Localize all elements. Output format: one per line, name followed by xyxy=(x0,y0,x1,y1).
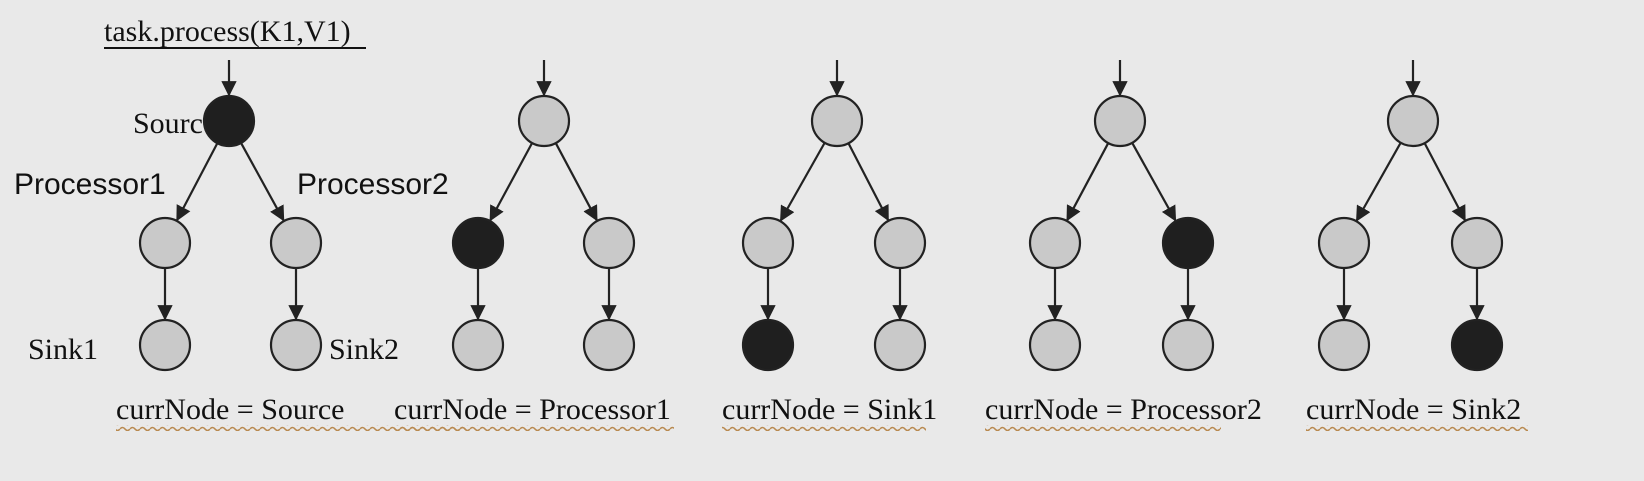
source-label: Source xyxy=(133,107,216,140)
node-processor2 xyxy=(582,216,636,270)
node-processor2 xyxy=(1450,216,1504,270)
process-call-label: task.process(K1,V1) xyxy=(104,15,351,48)
caption-underline xyxy=(722,425,926,431)
edge-source-processor1 xyxy=(1355,142,1402,222)
caption-underline xyxy=(985,425,1221,431)
step-panel-2: currNode = Processor1 xyxy=(394,60,674,431)
edge-source-processor1 xyxy=(779,142,826,222)
node-processor2 xyxy=(269,216,323,270)
node-sink1-active xyxy=(741,318,795,372)
caption-underline xyxy=(116,425,466,431)
node-source xyxy=(517,94,571,148)
caption-underline xyxy=(1306,425,1528,431)
node-processor1 xyxy=(138,216,192,270)
node-source xyxy=(1093,94,1147,148)
node-sink1 xyxy=(138,318,192,372)
edge-source-processor2 xyxy=(1423,142,1466,222)
node-processor2-active xyxy=(1161,216,1215,270)
node-source xyxy=(810,94,864,148)
node-processor1 xyxy=(1317,216,1371,270)
node-source-active xyxy=(202,94,256,148)
node-sink2 xyxy=(873,318,927,372)
node-sink2 xyxy=(582,318,636,372)
sink1-label: Sink1 xyxy=(28,333,98,366)
edge-source-processor1 xyxy=(1066,142,1110,222)
step-caption: currNode = Source xyxy=(116,393,345,426)
edge-source-processor2 xyxy=(1131,142,1177,222)
node-processor1 xyxy=(741,216,795,270)
edge-source-processor2 xyxy=(240,142,285,222)
node-source xyxy=(1386,94,1440,148)
node-sink1 xyxy=(451,318,505,372)
sink2-label: Sink2 xyxy=(329,333,399,366)
node-sink2-active xyxy=(1450,318,1504,372)
step-caption: currNode = Sink2 xyxy=(1306,393,1521,426)
step-panels: currNode = Source currNode = Processor1 cu… xyxy=(116,60,1528,431)
step-caption: currNode = Sink1 xyxy=(722,393,937,426)
node-processor1 xyxy=(1028,216,1082,270)
processor2-label: Processor2 xyxy=(297,168,449,201)
node-processor1-active xyxy=(451,216,505,270)
edge-source-processor1 xyxy=(176,142,219,222)
node-sink2 xyxy=(269,318,323,372)
caption-underline xyxy=(394,425,674,431)
step-panel-3: currNode = Sink1 xyxy=(722,60,937,431)
processor1-label: Processor1 xyxy=(14,168,166,201)
step-panel-4: currNode = Processor2 xyxy=(985,60,1262,431)
step-panel-5: currNode = Sink2 xyxy=(1306,60,1528,431)
node-processor2 xyxy=(873,216,927,270)
step-caption: currNode = Processor1 xyxy=(394,393,671,426)
node-sink1 xyxy=(1028,318,1082,372)
node-sink1 xyxy=(1317,318,1371,372)
edge-source-processor1 xyxy=(489,142,534,222)
edge-source-processor2 xyxy=(847,142,890,222)
step-panel-1: currNode = Source xyxy=(116,60,466,431)
edge-source-processor2 xyxy=(554,142,598,222)
node-sink2 xyxy=(1161,318,1215,372)
step-caption: currNode = Processor2 xyxy=(985,393,1262,426)
